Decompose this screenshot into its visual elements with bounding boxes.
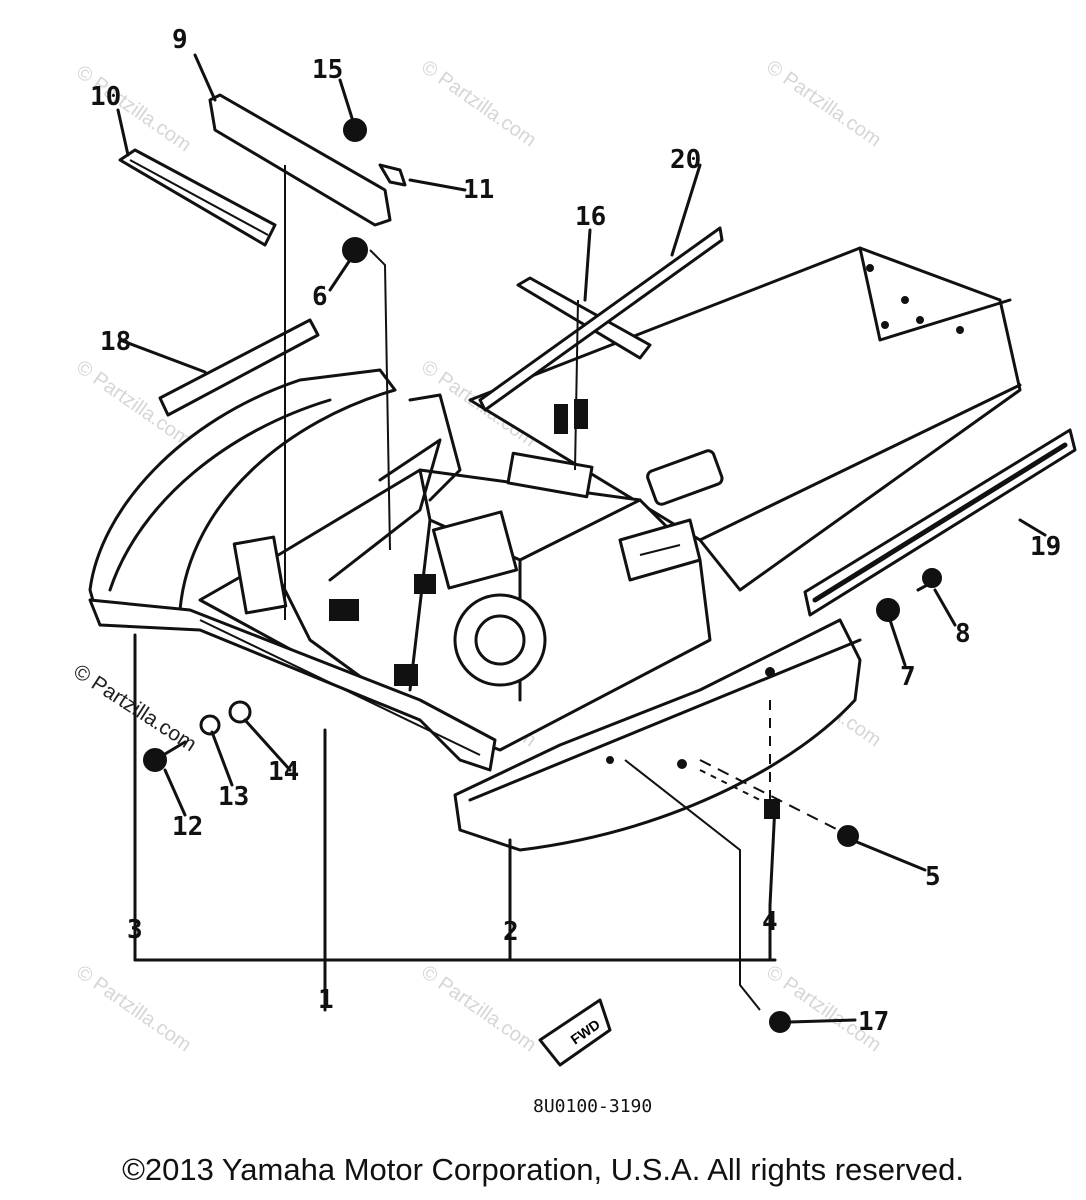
part-10-strip — [118, 148, 277, 247]
engine-bed — [198, 393, 724, 752]
watermark: © Partzilla.com — [762, 56, 885, 151]
callout-8: 8 — [955, 619, 971, 649]
part-18-strip — [158, 318, 320, 417]
callout-9: 9 — [172, 25, 188, 55]
callout-14: 14 — [268, 757, 299, 787]
rear-deck — [468, 246, 1022, 592]
callout-18: 18 — [100, 327, 131, 357]
callout-20: 20 — [670, 145, 701, 175]
part-4-bolt — [768, 803, 777, 907]
fwd-arrow: FWD — [538, 998, 612, 1067]
part-15-nut — [343, 118, 367, 142]
part-7-nut — [876, 598, 900, 622]
callout-5: 5 — [925, 862, 941, 892]
watermark: © Partzilla.com — [417, 961, 540, 1056]
part-6-nut — [342, 237, 368, 263]
callout-1: 1 — [318, 985, 334, 1015]
diagram-code: 8U0100-3190 — [533, 1096, 652, 1117]
callout-17: 17 — [858, 1007, 889, 1037]
part-17-plug — [769, 1011, 791, 1033]
part-11-clip — [378, 163, 407, 187]
callout-3: 3 — [127, 915, 143, 945]
copyright-notice: ©2013 Yamaha Motor Corporation, U.S.A. A… — [122, 1152, 964, 1187]
callout-19: 19 — [1030, 532, 1061, 562]
callout-7: 7 — [900, 662, 916, 692]
part-9-pad — [208, 93, 392, 227]
callout-16: 16 — [575, 202, 606, 232]
watermark: © Partzilla.com — [72, 961, 195, 1056]
watermark: © Partzilla.com — [417, 56, 540, 151]
part-20-strip — [478, 226, 724, 412]
callout-2: 2 — [503, 917, 519, 947]
leader-lines — [116, 53, 1047, 1024]
callouts: 9 10 15 11 20 16 6 18 19 8 7 14 13 12 5 … — [90, 25, 1061, 1037]
callout-6: 6 — [312, 282, 328, 312]
part-14-nut — [228, 700, 252, 724]
callout-13: 13 — [218, 782, 249, 812]
part-16-bar — [516, 276, 652, 360]
callout-4: 4 — [762, 907, 778, 937]
part-13-washer — [199, 714, 221, 736]
right-gunwale — [453, 618, 862, 852]
left-gunwale — [88, 368, 497, 772]
callout-10: 10 — [90, 82, 121, 112]
callout-12: 12 — [172, 812, 203, 842]
callout-11: 11 — [463, 175, 494, 205]
callout-15: 15 — [312, 55, 343, 85]
